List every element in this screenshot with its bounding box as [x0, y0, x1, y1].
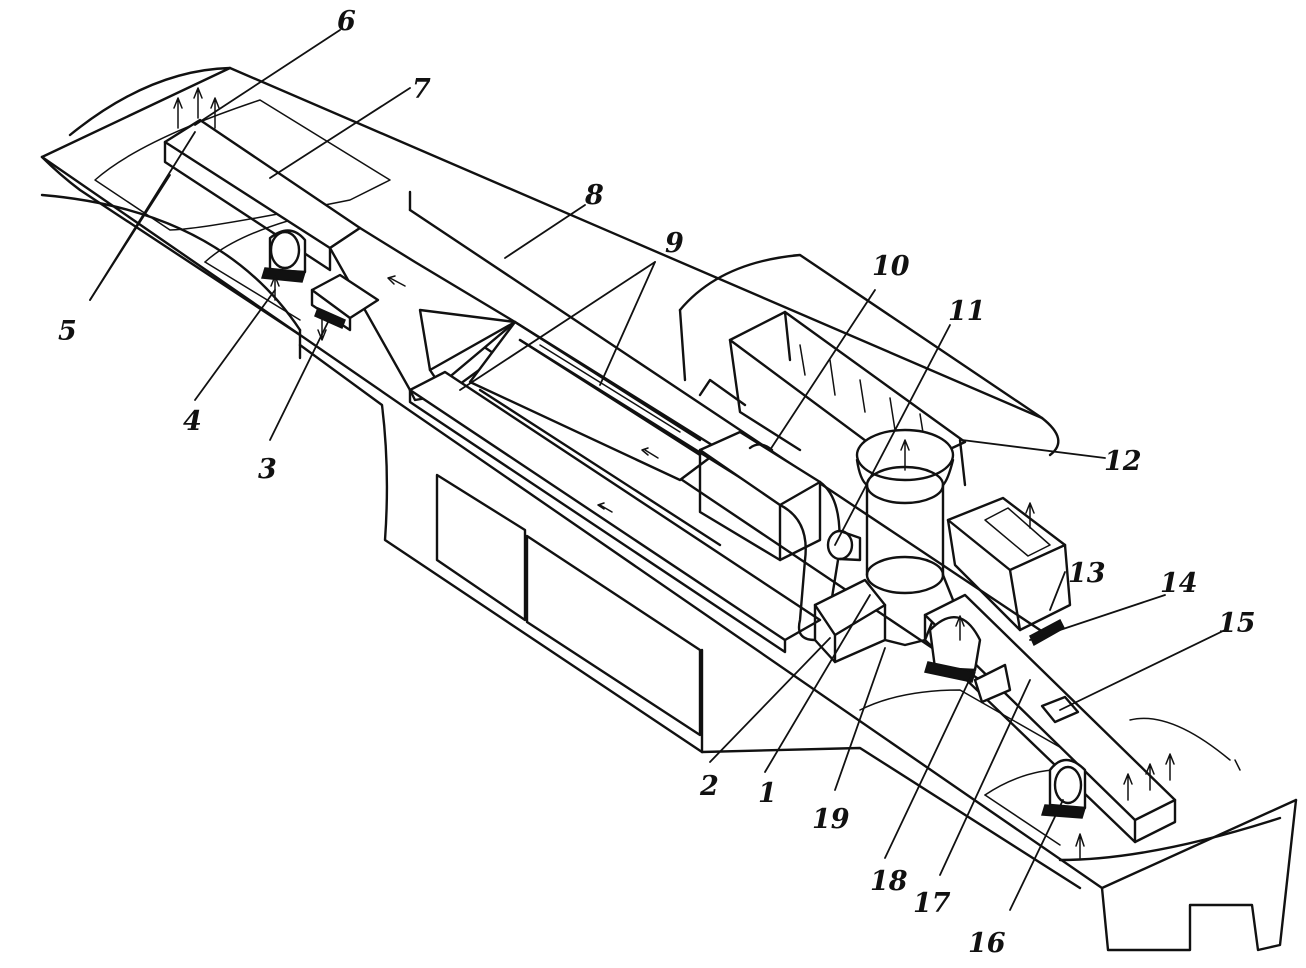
upper-duct: [513, 320, 702, 457]
label-15: 15: [1218, 608, 1256, 639]
label-13: 13: [1068, 558, 1106, 589]
label-10: 10: [872, 251, 910, 282]
label-5: 5: [58, 316, 77, 347]
label-6: 6: [337, 6, 356, 37]
label-7: 7: [412, 74, 431, 105]
air-flow-arrows: [173, 87, 1175, 859]
label-2: 2: [699, 771, 719, 802]
roof-recesses: [94, 99, 1241, 846]
label-19: 19: [812, 804, 850, 835]
part-number-labels: 6 7 8 9 10 11 12 13 14 15 16 17 18 19 1 …: [58, 6, 1256, 959]
label-18: 18: [870, 866, 908, 897]
label-8: 8: [584, 180, 604, 211]
label-12: 12: [1104, 446, 1142, 477]
leader-lines: [89, 29, 1226, 911]
label-3: 3: [258, 454, 277, 485]
label-1: 1: [758, 778, 777, 809]
main-air-duct-left: [163, 118, 822, 654]
heater-unit: [698, 430, 822, 562]
label-17: 17: [913, 888, 951, 919]
compressor-box: [946, 496, 1072, 647]
car-body-outline: [40, 66, 1298, 952]
label-14: 14: [1160, 568, 1198, 599]
label-9: 9: [665, 228, 684, 259]
label-4: 4: [183, 406, 202, 437]
label-11: 11: [948, 296, 986, 327]
label-16: 16: [968, 928, 1006, 959]
